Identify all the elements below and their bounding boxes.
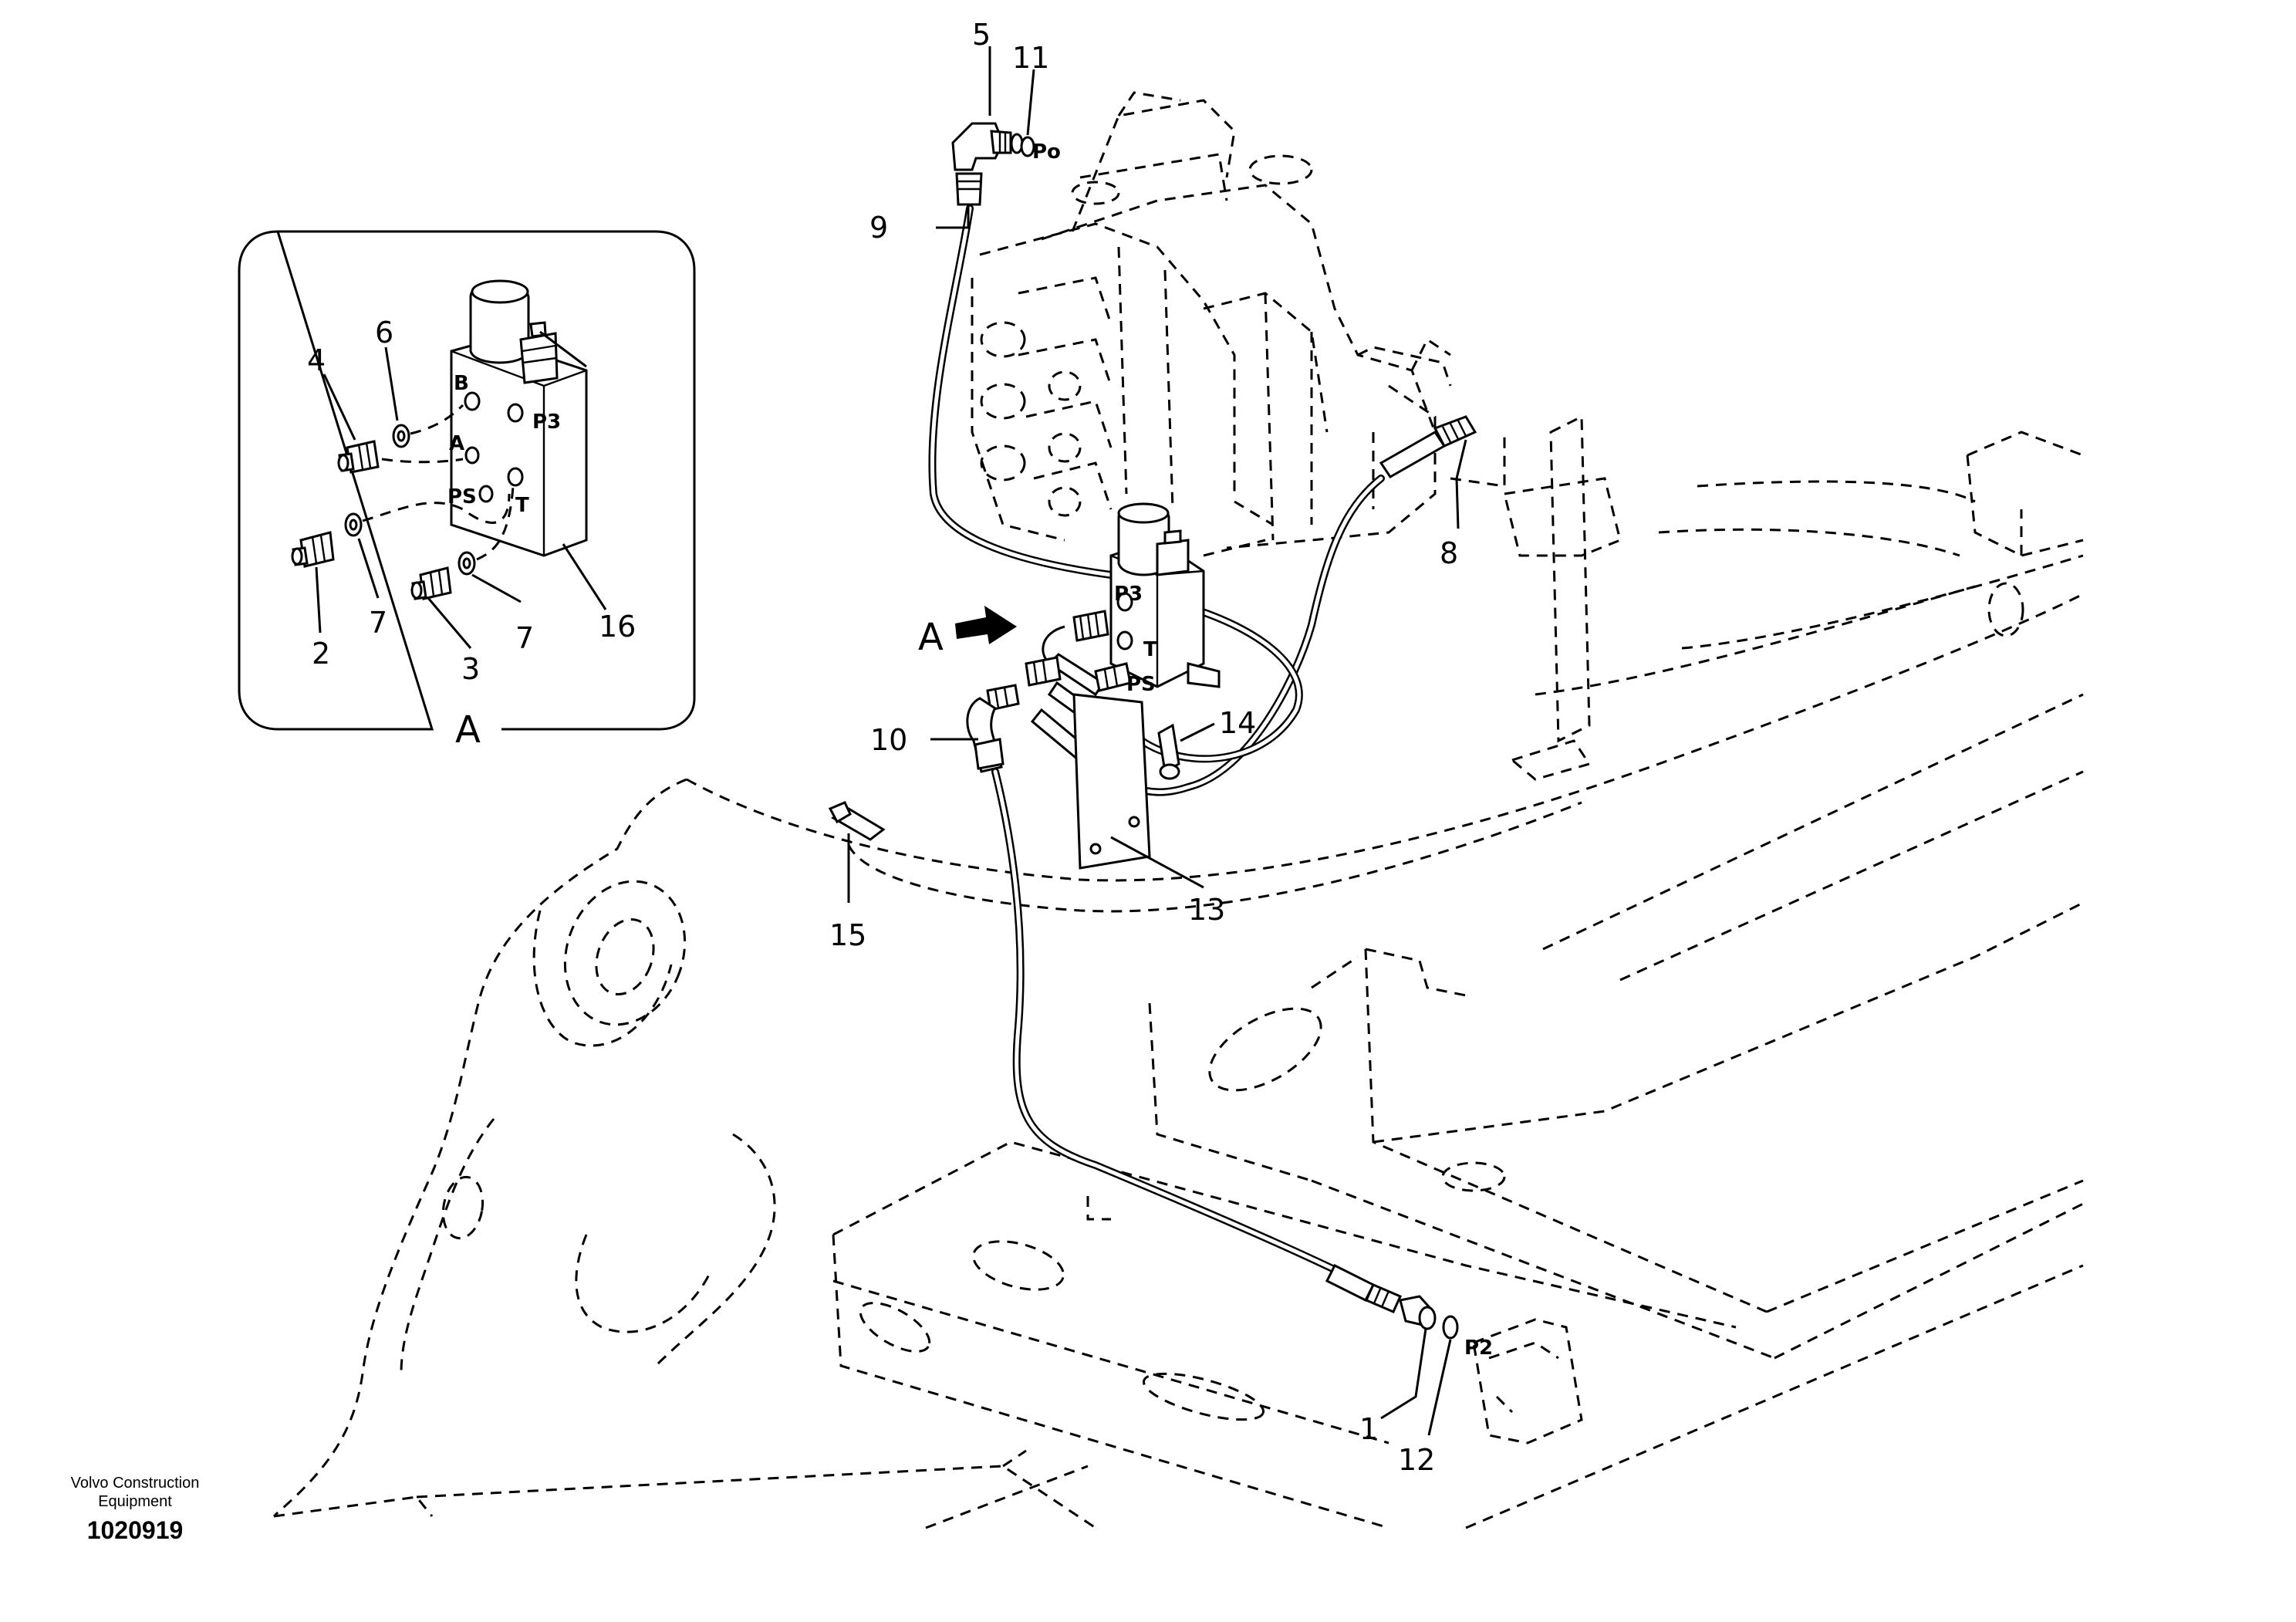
callout-15: 15	[829, 918, 866, 952]
callout-12: 12	[1398, 1443, 1435, 1477]
detail-solenoid-valve	[450, 279, 588, 557]
o-ring-12	[1442, 1315, 1459, 1340]
leader-lines	[847, 46, 1467, 1436]
hose-9-end	[955, 172, 983, 206]
port-ps: PS	[1126, 673, 1156, 696]
detail-callout-4: 4	[307, 343, 326, 377]
detail-callout-16: 16	[599, 610, 636, 644]
callout-14: 14	[1219, 706, 1256, 740]
hose-8-end	[1379, 415, 1477, 478]
elbow-fitting-5	[951, 122, 1024, 171]
hose-9	[928, 204, 1115, 579]
callout-10: 10	[870, 723, 907, 757]
o-ring-11	[1020, 136, 1035, 157]
hose-10-end	[1325, 1263, 1437, 1330]
bracket-13	[1072, 693, 1151, 870]
detail-port-ps: PS	[447, 485, 477, 509]
callout-8: 8	[1440, 536, 1458, 570]
callout-13: 13	[1188, 893, 1225, 927]
detail-port-t: T	[515, 494, 529, 517]
figure-number: 1020919	[86, 1516, 184, 1544]
detail-callout-3: 3	[461, 652, 480, 686]
detail-callout-7a: 7	[369, 606, 387, 640]
detail-port-a: A	[449, 432, 464, 455]
publisher-credit: Volvo Construction Equipment	[46, 1474, 224, 1511]
callout-5: 5	[972, 18, 991, 52]
callout-11: 11	[1012, 41, 1049, 75]
solenoid-valve-16	[1109, 502, 1221, 688]
callout-9: 9	[869, 211, 888, 245]
detail-leader-lines	[315, 346, 607, 649]
upper-frame-outline	[272, 414, 2084, 1529]
bolt-14	[1157, 723, 1180, 780]
pump-port-block	[1472, 1318, 1583, 1445]
detail-port-b: B	[454, 372, 469, 395]
hose-10	[991, 768, 1362, 1285]
detail-callout-2: 2	[312, 637, 330, 671]
port-po: Po	[1032, 140, 1061, 164]
detail-callout-7b: 7	[515, 621, 534, 655]
control-valve-outline	[971, 91, 1506, 557]
detail-port-p3: P3	[532, 411, 561, 434]
detail-view-a-frame	[238, 230, 696, 731]
view-marker-a: A	[918, 616, 944, 659]
callout-1: 1	[1359, 1412, 1378, 1446]
port-p3: P3	[1114, 583, 1143, 606]
detail-callout-6: 6	[375, 316, 393, 350]
detail-fittings	[291, 404, 515, 600]
publisher-name-line1: Volvo Construction	[70, 1475, 200, 1492]
publisher-name-line2: Equipment	[98, 1493, 172, 1510]
bolt-15	[828, 801, 886, 841]
detail-view-caption: A	[455, 708, 481, 752]
port-p2: P2	[1464, 1336, 1493, 1360]
view-a-arrow	[955, 606, 1017, 644]
port-t: T	[1143, 638, 1157, 661]
